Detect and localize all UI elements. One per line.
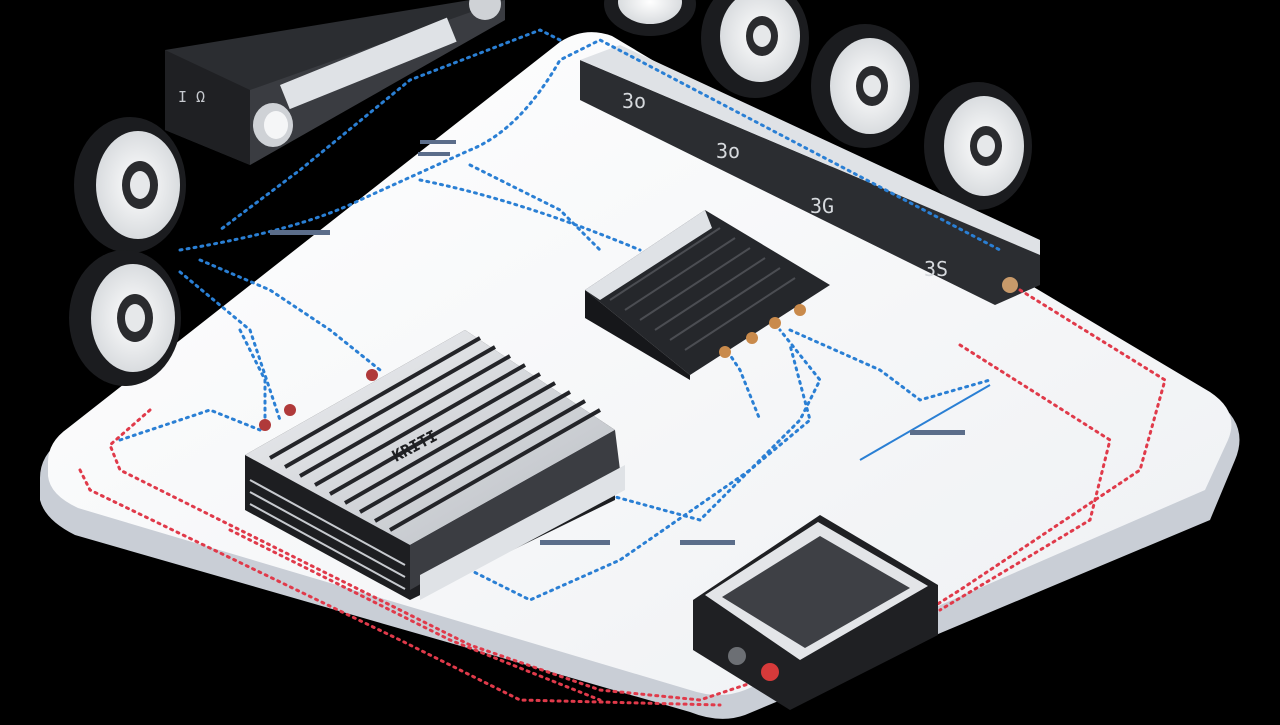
power-led-icon: [761, 663, 779, 681]
strip-label-2: 3o: [716, 139, 740, 163]
strip-connector: [1002, 277, 1018, 293]
speaker-top-4: [924, 82, 1032, 210]
speaker-top-1: [604, 0, 696, 36]
rca-jack: [794, 304, 806, 316]
status-led-icon: [728, 647, 746, 665]
strip-label-3: 3G: [810, 194, 834, 218]
rca-jack: [769, 317, 781, 329]
head-unit-label: I Ω: [178, 88, 205, 106]
rca-jack: [746, 332, 758, 344]
main-amplifier: KRITI: [245, 330, 625, 600]
dsp-unit: [585, 210, 830, 380]
speaker-top-2: [701, 0, 809, 98]
rca-jack: [719, 346, 731, 358]
remote-controller: [693, 515, 938, 710]
speakers: [69, 0, 1032, 386]
speaker-left-top: [74, 117, 186, 253]
speaker-cone-icon: [618, 0, 682, 24]
strip-label-1: 3o: [622, 89, 646, 113]
head-unit: I Ω: [165, 0, 505, 165]
signal-wires: [118, 28, 1002, 602]
strip-label-4: 3S: [924, 257, 948, 281]
speaker-left-bottom: [69, 250, 181, 386]
annotation-marks: [270, 140, 965, 545]
speaker-top-3: [811, 24, 919, 148]
signal-bus-line: [859, 384, 991, 461]
